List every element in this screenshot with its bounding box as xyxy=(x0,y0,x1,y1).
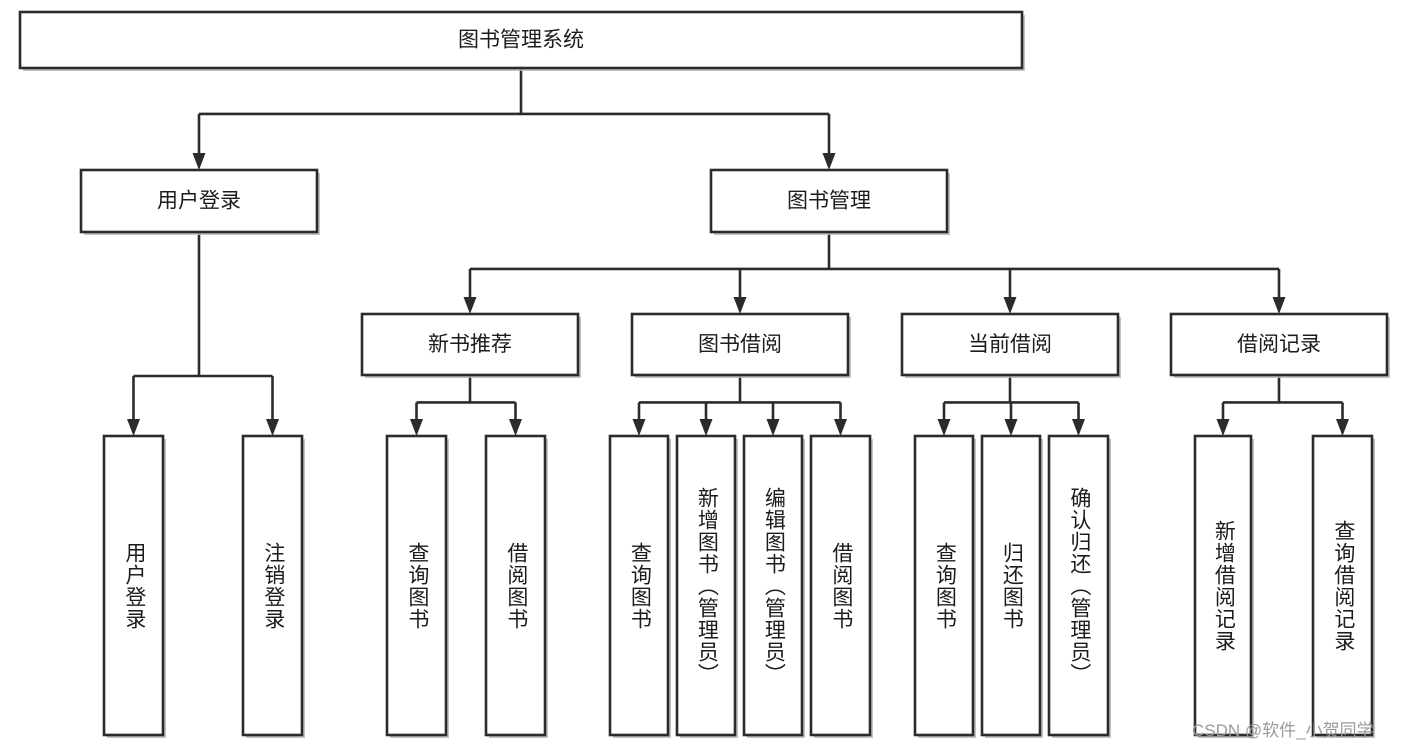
connector-conn-bookmgmt-to-level2 xyxy=(463,232,1286,314)
node-user-login[interactable]: 用户登录 xyxy=(79,168,320,235)
node-label: 图书管理系统 xyxy=(458,29,584,52)
node-book-borrow[interactable]: 图书借阅 xyxy=(630,312,851,378)
arrow-head-icon xyxy=(1003,297,1017,314)
node-box[interactable] xyxy=(241,434,304,737)
node-box[interactable] xyxy=(913,434,975,737)
node-book-management[interactable]: 图书管理 xyxy=(709,168,950,235)
node-box[interactable] xyxy=(102,434,165,737)
node-box[interactable] xyxy=(742,434,804,737)
node-box[interactable] xyxy=(18,10,1024,70)
arrow-head-icon xyxy=(463,297,477,314)
node-label: 用户登录 xyxy=(157,190,241,213)
connector-conn-recommend-to-leaves xyxy=(410,375,522,436)
node-leaf-borrow-book[interactable] xyxy=(809,434,873,738)
node-leaf-return-book[interactable] xyxy=(980,434,1043,738)
node-box[interactable] xyxy=(709,168,949,234)
arrow-head-icon xyxy=(632,419,646,436)
arrow-head-icon xyxy=(822,153,836,170)
node-box[interactable] xyxy=(900,312,1120,377)
node-leaf-confirm-return-admin[interactable] xyxy=(1047,434,1111,738)
node-box[interactable] xyxy=(809,434,872,737)
node-leaf-edit-book-admin[interactable] xyxy=(742,434,805,738)
arrow-head-icon xyxy=(1272,297,1286,314)
connector-conn-current-to-leaves xyxy=(937,375,1085,436)
node-leaf-borrow-book-recommend[interactable] xyxy=(484,434,548,738)
node-new-book-recommend[interactable]: 新书推荐 xyxy=(360,312,581,378)
node-leaf-user-login[interactable] xyxy=(102,434,166,738)
node-leaf-query-borrow-record[interactable] xyxy=(1311,434,1375,738)
node-box[interactable] xyxy=(630,312,850,377)
node-box[interactable] xyxy=(1047,434,1110,737)
arrow-head-icon xyxy=(937,419,951,436)
node-label: 图书管理 xyxy=(787,190,871,213)
node-box[interactable] xyxy=(980,434,1042,737)
node-box[interactable] xyxy=(360,312,580,377)
node-root[interactable]: 图书管理系统 xyxy=(18,10,1025,71)
arrow-head-icon xyxy=(1336,419,1349,436)
arrow-head-icon xyxy=(192,153,206,170)
arrow-head-icon xyxy=(266,419,279,436)
node-leaf-query-book-current[interactable] xyxy=(913,434,976,738)
node-box[interactable] xyxy=(484,434,547,737)
node-label: 当前借阅 xyxy=(968,333,1052,356)
arrow-head-icon xyxy=(509,419,522,436)
arrow-head-icon xyxy=(410,419,423,436)
connector-conn-root-to-level1 xyxy=(192,68,836,170)
node-box[interactable] xyxy=(385,434,448,737)
connector-conn-borrow-to-leaves xyxy=(632,375,847,436)
node-box[interactable] xyxy=(675,434,737,737)
node-box[interactable] xyxy=(1193,434,1253,737)
connector-conn-userlogin-to-leaves xyxy=(127,232,279,436)
node-box[interactable] xyxy=(1169,312,1389,377)
node-label: 借阅记录 xyxy=(1237,333,1321,356)
node-leaf-query-book-recommend[interactable] xyxy=(385,434,449,738)
arrow-head-icon xyxy=(1216,419,1230,436)
node-leaf-add-borrow-record[interactable] xyxy=(1193,434,1254,738)
node-box[interactable] xyxy=(608,434,670,737)
node-current-borrow[interactable]: 当前借阅 xyxy=(900,312,1121,378)
node-borrow-record[interactable]: 借阅记录 xyxy=(1169,312,1390,378)
arrow-head-icon xyxy=(834,419,847,436)
arrow-head-icon xyxy=(733,297,747,314)
node-label: 新书推荐 xyxy=(428,333,512,356)
node-box[interactable] xyxy=(1311,434,1374,737)
node-leaf-add-book-admin[interactable] xyxy=(675,434,738,738)
csdn-watermark: CSDN @软件_小贺同学 xyxy=(1192,721,1374,740)
node-box[interactable] xyxy=(79,168,319,234)
node-label: 图书借阅 xyxy=(698,333,782,356)
node-leaf-logout-login[interactable] xyxy=(241,434,305,738)
connector-conn-record-to-leaves xyxy=(1216,375,1349,436)
connector-layer xyxy=(127,68,1349,436)
arrow-head-icon xyxy=(766,419,780,436)
arrow-head-icon xyxy=(699,419,713,436)
node-leaf-query-book-borrow[interactable] xyxy=(608,434,671,738)
arrow-head-icon xyxy=(1004,419,1018,436)
arrow-head-icon xyxy=(127,419,140,436)
arrow-head-icon xyxy=(1072,419,1085,436)
